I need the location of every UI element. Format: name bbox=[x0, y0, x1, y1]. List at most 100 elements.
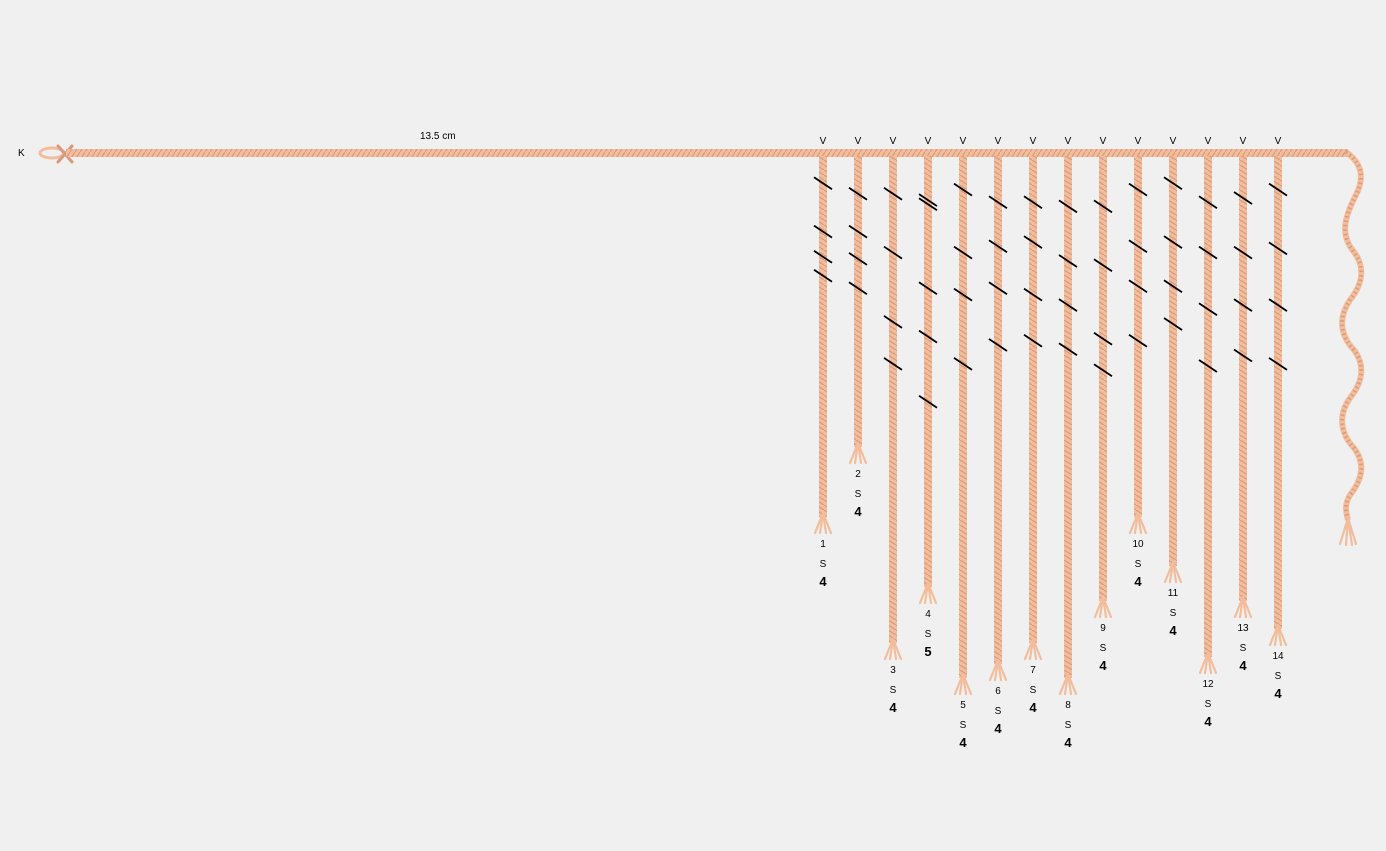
cord-number-label: 9 bbox=[1100, 623, 1106, 634]
cord-value-label: 4 bbox=[819, 574, 827, 589]
knot bbox=[848, 281, 868, 296]
knot bbox=[883, 315, 903, 329]
pendant-cord-tassel-strand bbox=[1066, 672, 1078, 696]
pendant-cord-13: V 13S 4 bbox=[1233, 136, 1253, 673]
knot bbox=[953, 357, 973, 371]
cord-number-label: 5 bbox=[960, 700, 966, 711]
cord-type-label: S bbox=[1170, 608, 1177, 619]
attachment-label: V bbox=[995, 136, 1002, 147]
primary-cord-wavy-end-tassel bbox=[1338, 516, 1358, 547]
knot bbox=[988, 338, 1008, 352]
knot bbox=[1023, 195, 1043, 209]
pendant-cord-body bbox=[1134, 156, 1142, 517]
knot bbox=[1198, 195, 1218, 209]
cord-value-label: 4 bbox=[1134, 574, 1142, 589]
pendant-cord-body bbox=[1239, 156, 1247, 601]
knot bbox=[1163, 279, 1183, 293]
knot bbox=[918, 394, 938, 409]
cord-value-label: 4 bbox=[1064, 735, 1072, 750]
knot bbox=[1058, 298, 1078, 312]
knot bbox=[1093, 258, 1113, 272]
cord-type-label: S bbox=[1240, 643, 1247, 654]
knot bbox=[953, 182, 973, 197]
pendant-cord-body bbox=[1274, 156, 1282, 629]
attachment-label: V bbox=[960, 136, 967, 147]
knot bbox=[1233, 348, 1253, 363]
knot bbox=[988, 195, 1008, 209]
knot bbox=[1163, 317, 1183, 331]
primary-cord-wavy-end-texture bbox=[1340, 150, 1364, 521]
knot bbox=[1023, 287, 1043, 302]
cord-value-label: 4 bbox=[854, 504, 862, 519]
cord-number-label: 14 bbox=[1272, 651, 1284, 662]
pendant-cord-tassel-strand bbox=[1031, 637, 1043, 661]
knot bbox=[1023, 334, 1043, 348]
pendant-cord-body bbox=[819, 156, 827, 517]
knot bbox=[848, 187, 868, 201]
cord-type-label: S bbox=[995, 706, 1002, 717]
pendant-cord-body bbox=[1029, 156, 1037, 643]
cord-type-label: S bbox=[925, 629, 932, 640]
pendant-cord-tassel-strand bbox=[1101, 595, 1113, 619]
cord-number-label: 11 bbox=[1168, 588, 1179, 599]
knot bbox=[848, 224, 868, 239]
cord-type-label: S bbox=[1135, 559, 1142, 570]
cord-number-label: 3 bbox=[890, 665, 896, 676]
knot bbox=[1128, 334, 1148, 348]
pendant-cord-body bbox=[1064, 156, 1072, 678]
knot bbox=[918, 329, 938, 344]
attachment-label: V bbox=[1240, 136, 1247, 147]
knot bbox=[988, 239, 1008, 254]
knot bbox=[1058, 342, 1078, 356]
cord-number-label: 8 bbox=[1065, 700, 1071, 711]
knot bbox=[1058, 199, 1078, 214]
pendant-cord-tassel-strand bbox=[1206, 651, 1218, 675]
primary-cord-end-knot bbox=[56, 144, 74, 164]
knot bbox=[953, 245, 973, 260]
knot bbox=[1093, 199, 1113, 214]
pendant-cord-body bbox=[994, 156, 1002, 664]
cord-number-label: 13 bbox=[1237, 623, 1249, 634]
knot bbox=[1198, 359, 1218, 373]
pendant-cord-tassel-strand bbox=[926, 581, 938, 605]
pendant-cord-body bbox=[1169, 156, 1177, 566]
knot bbox=[1128, 279, 1148, 293]
attachment-label: V bbox=[1065, 136, 1072, 147]
cord-number-label: 6 bbox=[995, 686, 1001, 697]
pendant-cord-6: V 6S 4 bbox=[988, 136, 1008, 736]
cord-value-label: 4 bbox=[1274, 686, 1282, 701]
cord-type-label: S bbox=[1205, 699, 1212, 710]
cord-value-label: 5 bbox=[924, 644, 931, 659]
knot bbox=[1093, 363, 1113, 377]
cord-value-label: 4 bbox=[994, 721, 1002, 736]
knot bbox=[953, 287, 973, 302]
knot bbox=[1268, 357, 1288, 371]
pendant-cord-tassel-strand bbox=[821, 511, 833, 535]
cord-value-label: 4 bbox=[959, 735, 967, 750]
pendant-cord-tassel-strand bbox=[996, 658, 1008, 682]
knot bbox=[988, 281, 1008, 296]
cord-value-label: 4 bbox=[1204, 714, 1212, 729]
knot bbox=[918, 197, 938, 212]
pendant-cord-5: V 5S 4 bbox=[953, 136, 973, 750]
cord-type-label: S bbox=[890, 685, 897, 696]
pendant-cord-tassel-strand bbox=[1136, 511, 1148, 535]
cord-type-label: S bbox=[855, 489, 862, 500]
pendant-cord-tassel-strand bbox=[1276, 623, 1288, 647]
knot bbox=[1233, 191, 1253, 205]
cord-value-label: 4 bbox=[1239, 658, 1247, 673]
attachment-label: V bbox=[1170, 136, 1177, 147]
knot bbox=[813, 176, 833, 191]
cord-number-label: 10 bbox=[1132, 539, 1144, 550]
attachment-label: V bbox=[1100, 136, 1107, 147]
cord-type-label: S bbox=[960, 720, 967, 731]
cord-value-label: 4 bbox=[889, 700, 897, 715]
cord-type-label: S bbox=[1100, 643, 1107, 654]
